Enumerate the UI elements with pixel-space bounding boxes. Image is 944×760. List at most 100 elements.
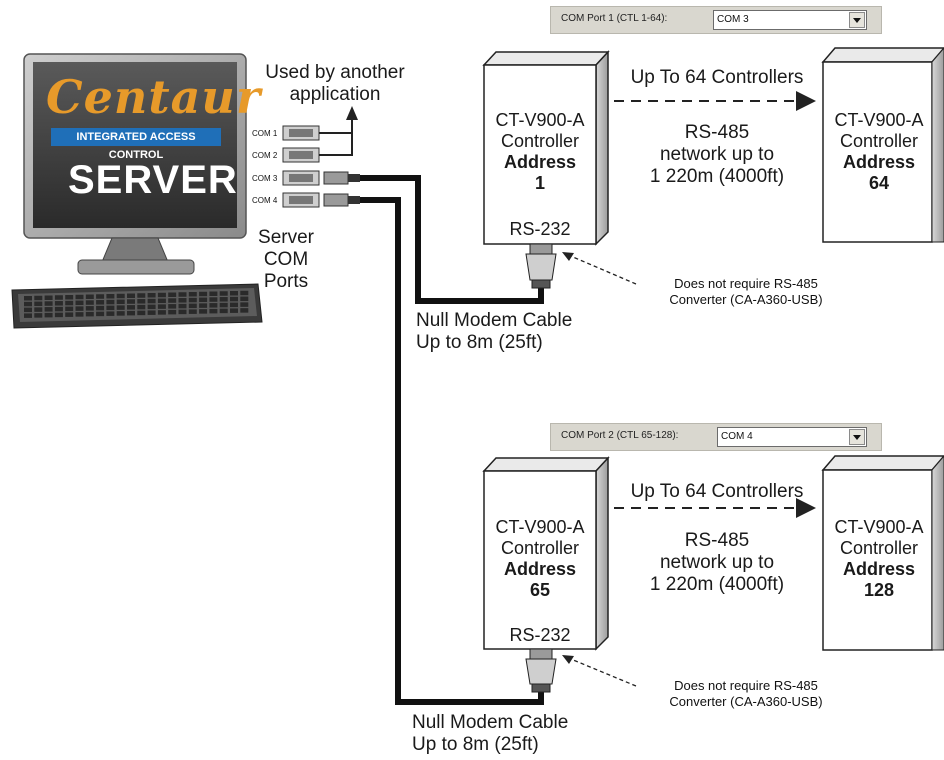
chevron-down-icon[interactable]: [849, 429, 865, 445]
keyboard-key: [137, 293, 146, 298]
keyboard-key: [147, 293, 156, 298]
keyboard-key: [96, 294, 105, 299]
keyboard-key: [199, 309, 208, 314]
keyboard-key: [188, 309, 197, 314]
keyboard-key: [230, 302, 238, 308]
keyboard-key: [106, 294, 115, 299]
link-title: Up To 64 Controllers: [630, 67, 804, 88]
note-line1: Does not require RS-485: [674, 678, 818, 693]
keyboard-key: [106, 299, 115, 305]
keyboard-key: [178, 298, 187, 303]
controller-group-2: [482, 455, 944, 693]
keyboard-key: [209, 303, 218, 308]
keyboard-key: [116, 311, 125, 316]
keyboard-key: [219, 291, 228, 296]
controller-65-text: CT-V900-A Controller Address 65: [484, 517, 596, 601]
cable-line2: Up to 8m (25ft): [412, 734, 539, 755]
keyboard-key: [24, 313, 32, 318]
keyboard-key: [54, 295, 63, 300]
keyboard-key: [240, 296, 249, 302]
controller-1-text: CT-V900-A Controller Address 1: [484, 110, 596, 194]
keyboard-key: [157, 292, 166, 298]
keyboard-key: [157, 310, 166, 315]
keyboard-key: [34, 295, 43, 301]
keyboard-key: [137, 310, 146, 316]
keyboard-key: [199, 297, 208, 303]
keyboard-key: [147, 298, 156, 304]
controller-model: CT-V900-A: [495, 517, 585, 537]
keyboard-key: [44, 301, 53, 306]
com-port-2-select[interactable]: COM 4: [717, 427, 867, 447]
keyboard-key: [209, 297, 218, 302]
keyboard-key: [54, 306, 63, 312]
other-app-label: Used by another application: [250, 62, 420, 106]
keyboard-key: [85, 300, 94, 305]
controller-address-label: Address: [503, 559, 577, 579]
keyboard-key: [24, 301, 32, 307]
rs485-line3: 1 220m (4000ft): [649, 166, 785, 187]
keyboard-key: [188, 292, 197, 297]
rs485-line3: 1 220m (4000ft): [649, 574, 785, 595]
keyboard-key: [199, 291, 208, 297]
keyboard-key: [127, 310, 135, 316]
chevron-down-icon[interactable]: [849, 12, 865, 28]
controller-address: 128: [863, 580, 895, 600]
com-port-label: COM 2: [252, 151, 278, 160]
rs485-network-label: RS-485 network up to 1 220m (4000ft): [612, 122, 822, 188]
keyboard-key: [240, 308, 249, 313]
com-port-2-label: COM Port 2 (CTL 65-128):: [561, 430, 679, 441]
controller-type: Controller: [839, 538, 919, 558]
keyboard-key: [24, 307, 32, 313]
keyboard-key: [75, 306, 84, 311]
keyboard-key: [75, 300, 84, 306]
com-port-label: COM 3: [252, 174, 278, 183]
com-port-2-bar: COM Port 2 (CTL 65-128): COM 4: [550, 423, 882, 451]
keyboard-key: [34, 307, 43, 312]
note-line1: Does not require RS-485: [674, 276, 818, 291]
converter-note: Does not require RS-485 Converter (CA-A3…: [626, 276, 866, 308]
rs232-label: RS-232: [509, 625, 571, 645]
other-app-label-line2: application: [289, 84, 381, 105]
controller-address-label: Address: [842, 152, 916, 172]
keyboard-key: [54, 301, 63, 306]
keyboard-key: [65, 295, 74, 300]
cable-label: Null Modem Cable Up to 8m (25ft): [412, 712, 622, 756]
controller-type: Controller: [500, 131, 580, 151]
keyboard-key: [230, 308, 238, 313]
com-port-2-value: COM 4: [721, 431, 753, 442]
keyboard-key: [75, 312, 84, 317]
controller-address: 1: [534, 173, 545, 193]
keyboard-key: [127, 305, 135, 310]
keyboard-key: [75, 294, 84, 300]
centaur-logo: Centaur: [46, 70, 262, 124]
keyboard-key: [65, 312, 74, 317]
keyboard-key: [96, 311, 105, 317]
keyboard-key: [157, 298, 166, 304]
keyboard-key: [127, 299, 135, 304]
controller-address: 65: [529, 580, 551, 600]
keyboard-key: [54, 312, 63, 318]
keyboard-key: [65, 300, 74, 306]
keyboard-key: [106, 305, 115, 311]
rs485-line2: network up to: [659, 552, 775, 573]
com-port-1-select[interactable]: COM 3: [713, 10, 867, 30]
rs232-label: RS-232: [509, 219, 571, 239]
note-line2: Converter (CA-A360-USB): [669, 292, 823, 307]
keyboard-key: [219, 302, 228, 308]
server-ports-label-line2: COM Ports: [263, 249, 309, 292]
keyboard-key: [34, 313, 43, 318]
keyboard-key: [147, 304, 156, 310]
rs485-line2: network up to: [659, 144, 775, 165]
keyboard-key: [240, 290, 249, 296]
keyboard-key: [116, 293, 125, 299]
converter-note: Does not require RS-485 Converter (CA-A3…: [626, 678, 866, 710]
keyboard: [11, 283, 263, 329]
rs485-network-label: RS-485 network up to 1 220m (4000ft): [612, 530, 822, 596]
keyboard-key: [178, 309, 187, 315]
keyboard-key: [96, 300, 105, 305]
other-app-link: [319, 106, 358, 156]
controller-128-text: CT-V900-A Controller Address 128: [823, 517, 935, 601]
keyboard-key: [65, 306, 74, 312]
keyboard-key: [96, 305, 105, 311]
tagline-badge: INTEGRATED ACCESS CONTROL: [51, 128, 221, 161]
